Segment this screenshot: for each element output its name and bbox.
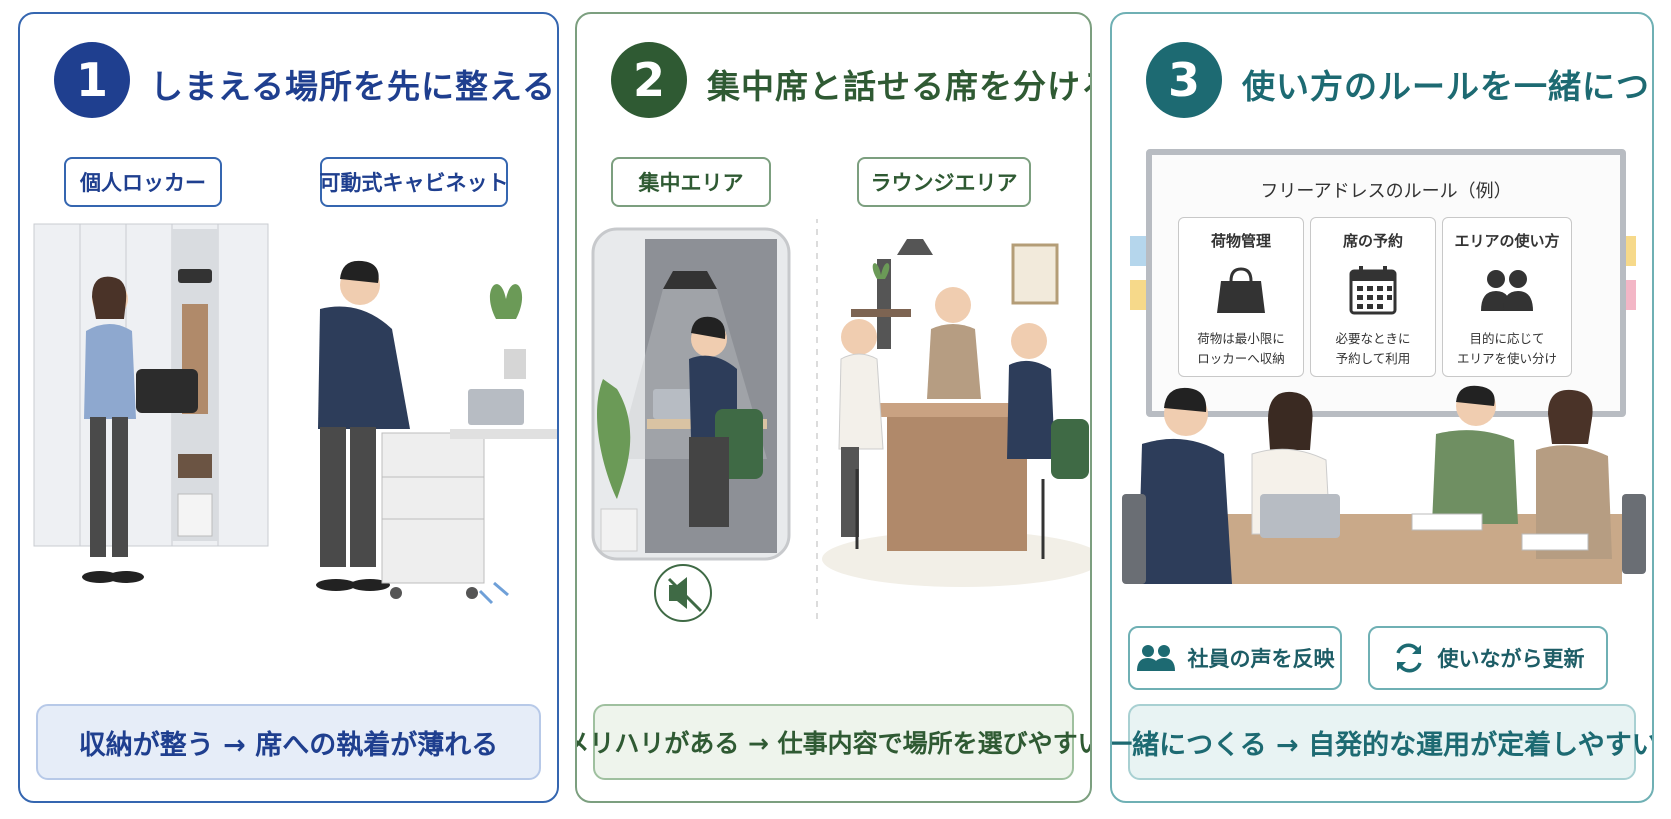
calendar-icon <box>1349 266 1397 315</box>
panel-1-summary: 収納が整う → 席への執着が薄れる <box>36 704 541 780</box>
rule-desc-line: 目的に応じて <box>1469 331 1545 346</box>
rule-card-reservation: 席の予約 必要なときに 予約して利用 <box>1310 217 1436 377</box>
rule-name: 席の予約 <box>1342 232 1403 250</box>
rule-desc: 必要なときに 予約して利用 <box>1311 329 1435 369</box>
rule-desc: 目的に応じて エリアを使い分け <box>1443 329 1571 369</box>
step-number-1: 1 <box>54 42 130 118</box>
refresh-icon <box>1395 643 1422 673</box>
action-label: 使いながら更新 <box>1437 647 1585 671</box>
panel-storage: 1 しまえる場所を先に整える 個人ロッカー 可動式キャビネット <box>18 12 559 803</box>
panel-zoning: 2 集中席と話せる席を分ける 集中エリア ラウンジエリア <box>575 12 1092 803</box>
chip-focus-area: 集中エリア <box>611 157 771 207</box>
panel-2-summary: メリハリがある → 仕事内容で場所を選びやすい <box>577 704 1090 780</box>
people-icon <box>1481 270 1533 311</box>
panel-3-title: 使い方のルールを一緒につくる <box>1242 67 1652 106</box>
panel-2-title: 集中席と話せる席を分ける <box>707 67 1092 106</box>
step-number-3: 3 <box>1146 42 1222 118</box>
focus-and-lounge-illustration <box>591 219 1090 622</box>
rule-card-baggage: 荷物管理 荷物は最小限に ロッカーへ収納 <box>1178 217 1304 377</box>
rule-desc: 荷物は最小限に ロッカーへ収納 <box>1179 329 1303 369</box>
rules-whiteboard: フリーアドレスのルール（例） 荷物管理 荷物は最小限に ロッカーへ収納 席の予約 <box>1146 149 1626 417</box>
rule-name: 荷物管理 <box>1210 232 1271 250</box>
rule-name: エリアの使い方 <box>1454 232 1560 250</box>
step-number-2: 2 <box>611 42 687 118</box>
rule-card-area-usage: エリアの使い方 目的に応じて エリアを使い分け <box>1442 217 1572 377</box>
update-while-using-button: 使いながら更新 <box>1368 626 1608 690</box>
reflect-employee-voice-button: 社員の声を反映 <box>1128 626 1342 690</box>
rule-desc-line: 荷物は最小限に <box>1197 331 1285 346</box>
team-meeting-illustration <box>1122 385 1646 584</box>
rule-desc-line: エリアを使い分け <box>1456 351 1557 366</box>
bag-icon <box>1217 267 1265 313</box>
chip-personal-locker: 個人ロッカー <box>64 157 222 207</box>
rule-desc-line: 予約して利用 <box>1335 351 1411 366</box>
people-icon <box>1136 645 1175 671</box>
rule-desc-line: ロッカーへ収納 <box>1197 351 1285 366</box>
chip-mobile-cabinet: 可動式キャビネット <box>320 157 509 207</box>
chip-lounge-area: ラウンジエリア <box>857 157 1031 207</box>
panel-1-title: しまえる場所を先に整える <box>150 67 557 106</box>
locker-and-cabinet-illustration <box>33 223 557 605</box>
action-label: 社員の声を反映 <box>1187 647 1335 671</box>
panel-rules: 3 使い方のルールを一緒につくる フリーアドレスのルール（例） 荷物管理 荷物は… <box>1110 12 1654 803</box>
rules-board-title: フリーアドレスのルール（例） <box>1260 181 1512 202</box>
rule-desc-line: 必要なときに <box>1335 331 1411 346</box>
panel-3-summary: 一緒につくる → 自発的な運用が定着しやすい <box>1112 704 1652 780</box>
